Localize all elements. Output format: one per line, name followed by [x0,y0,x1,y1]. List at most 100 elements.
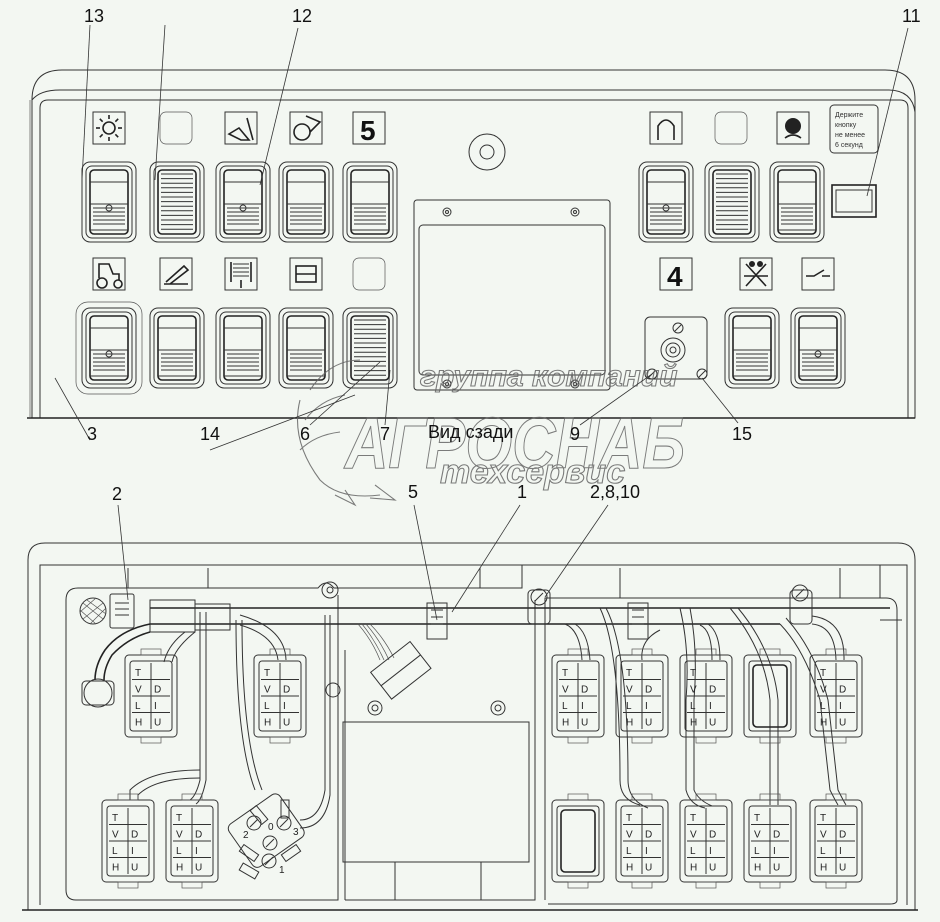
rocker-switch[interactable] [81,161,137,243]
pin-label: L [690,846,696,857]
switch-icon [801,257,835,291]
rocker-switch[interactable] [278,307,334,389]
harness-clip-right [627,602,649,640]
pin-label: D [709,685,716,696]
pin-label: U [839,718,846,729]
pin-label: D [283,685,290,696]
pin-label: T [626,813,632,824]
rocker-switch[interactable] [790,307,846,389]
pin-label: V [820,830,827,841]
rocker-switch[interactable] [769,161,825,243]
callout-11: 11 [902,6,921,26]
pin-label: U [581,718,588,729]
pin-label: V [135,685,142,696]
pin-label: H [626,863,633,874]
display-connector [357,623,432,700]
pin-label: L [626,846,632,857]
pin-label: U [645,718,652,729]
blank-symbol [159,111,193,145]
ignition-switch-front[interactable] [644,316,708,380]
rocker-switch[interactable] [278,161,334,243]
pin-label: H [562,718,569,729]
pin-label: I [283,701,286,712]
rocker-switch[interactable] [638,161,694,243]
digit-5-symbol: 5 [352,111,386,146]
rocker-switch[interactable] [149,161,205,243]
rocker-switch[interactable] [81,307,137,389]
mounting-bracket-1 [527,588,551,625]
pin-label: D [839,685,846,696]
pin-label: L [176,846,182,857]
pin-label: D [645,685,652,696]
display-plate [413,199,611,391]
pin-label: D [581,685,588,696]
rocker-switch[interactable] [704,161,760,243]
watermark-line-2: АГРОСНАБ [343,404,685,484]
pin-label: U [709,863,716,874]
hold-button-note: Держите кнопку не менее 6 секунд [829,104,879,154]
watermark-line-1: группа компаний [420,360,677,393]
gear-sun-icon [776,111,810,145]
pin-label: U [131,863,138,874]
ignition-position-0: 0 [268,822,274,833]
pin-label: I [581,701,584,712]
pin-label: I [839,846,842,857]
hold-push-button[interactable] [831,184,877,218]
pin-label: V [562,685,569,696]
callout-7: 7 [380,424,390,444]
callout-14: 14 [200,424,220,444]
wiring-harness-trunk [149,599,890,633]
pin-label: I [709,701,712,712]
pin-label: T [135,668,141,679]
pin-label: T [112,813,118,824]
pin-label: H [135,718,142,729]
rocker-switch[interactable] [342,307,398,389]
pin-label: L [135,701,141,712]
ignition-switch-rear: 0 1 2 3 [227,793,305,880]
view-title: Вид сзади [428,422,513,442]
callout-15: 15 [732,424,752,444]
pin-label: D [131,830,138,841]
pin-label: V [690,830,697,841]
digit-4-symbol-text: 4 [667,261,683,292]
boom-icon [159,257,193,291]
rocker-switch[interactable] [149,307,205,389]
pin-label: V [626,685,633,696]
pin-label: V [264,685,271,696]
rocker-switch[interactable] [215,307,271,389]
blank-symbol [352,257,386,291]
rocker-switch[interactable] [342,161,398,243]
rear-panel: 0 1 2 3 TVDLIHUTVDLIHUTVDLIHUTVDLIHUTVDL… [22,542,918,911]
sun-icon [92,111,126,145]
note-line-3: не менее [835,132,865,139]
pin-label: H [112,863,119,874]
pin-label: I [645,846,648,857]
callout-9: 9 [570,424,580,444]
pin-label: I [195,846,198,857]
callout-2-8-10: 2,8,10 [590,482,640,502]
pin-label: V [820,685,827,696]
ignition-position-2: 2 [243,830,249,841]
arch-icon [649,111,683,145]
pin-label: T [754,813,760,824]
pin-label: T [176,813,182,824]
pin-label: D [709,830,716,841]
wiper-icon [739,257,773,291]
pin-label: D [839,830,846,841]
callout-5: 5 [408,482,418,502]
rocker-switch[interactable] [724,307,780,389]
callout-2: 2 [112,484,122,504]
callout-13: 13 [84,6,104,26]
pin-label: I [839,701,842,712]
pin-label: U [283,718,290,729]
pin-label: L [264,701,270,712]
rocker-switch[interactable] [215,161,271,243]
pin-label: V [626,830,633,841]
ladder-icon [289,257,323,291]
pin-label: U [645,863,652,874]
pin-label: V [754,830,761,841]
ignition-position-3: 3 [293,827,299,838]
callout-6: 6 [300,424,310,444]
